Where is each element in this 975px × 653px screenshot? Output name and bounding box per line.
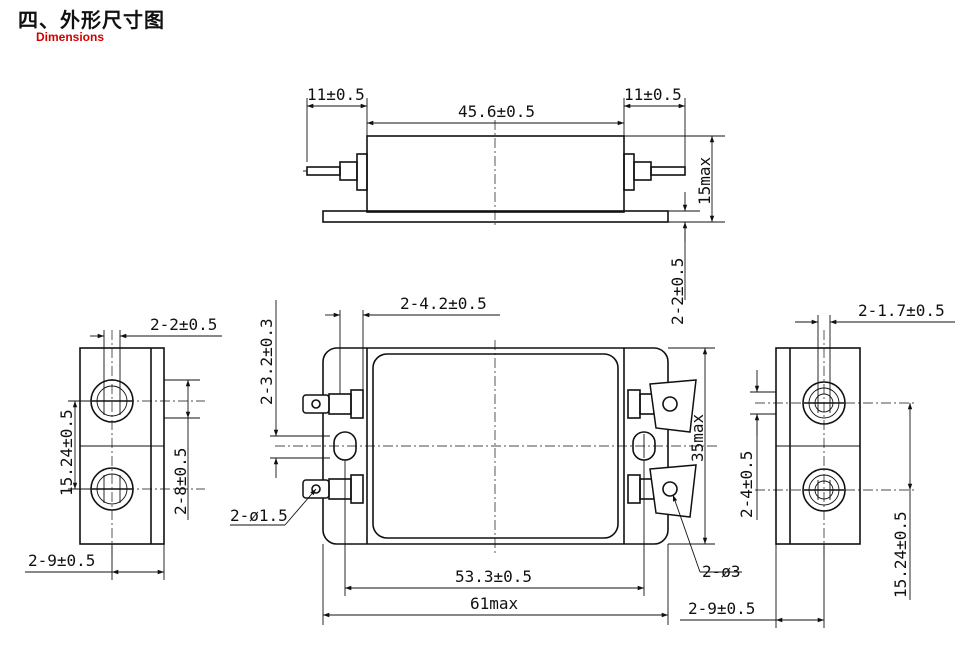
hole-leader (284, 488, 317, 526)
left-dim-pin-dia-label: 2-2±0.5 (150, 315, 217, 334)
front-left-terminals (302, 310, 364, 504)
dim-slot-label: 2-2±0.5 (668, 258, 687, 325)
top-view: 11±0.5 45.6±0.5 11±0.5 15max 2-2±0.5 (303, 85, 725, 325)
left-view-terminal-lower (90, 467, 134, 511)
right-dim-pin-len-label: 2-4±0.5 (737, 451, 756, 518)
dim-mount-pitch-label: 53.3±0.5 (455, 567, 532, 586)
dim-terminal-label: 2-3.2±0.3 (257, 318, 276, 405)
right-dim-offset-label: 2-9±0.5 (688, 599, 755, 618)
mount-hole-leader (672, 494, 701, 573)
dim-width-label: 35max (688, 413, 707, 462)
right-view-terminal-lower (802, 468, 846, 512)
page-title: 四、外形尺寸图 (18, 8, 165, 32)
left-view-terminal-upper (90, 379, 134, 423)
page-subtitle: Dimensions (36, 30, 105, 44)
front-right-terminals (627, 379, 697, 518)
front-view: 2-4.2±0.5 2-3.2±0.3 2-ø1.5 2-ø3 35max 53… (230, 294, 742, 625)
right-view-terminal-upper (802, 381, 846, 425)
right-side-view: 2-1.7±0.5 2-4±0.5 15.24±0.5 2-9±0.5 (680, 301, 955, 628)
page-header: 四、外形尺寸图 (18, 4, 165, 33)
left-dim-pitch-label: 15.24±0.5 (57, 409, 76, 496)
right-dim-pin-dia-label: 2-1.7±0.5 (858, 301, 945, 320)
dim-right-lead-label: 11±0.5 (624, 85, 682, 104)
dim-overall-label: 61max (470, 594, 519, 613)
left-dim-pin-len-label: 2-8±0.5 (171, 448, 190, 515)
dim-pin-width-label: 2-4.2±0.5 (400, 294, 487, 313)
dim-body-length-label: 45.6±0.5 (458, 102, 535, 121)
dim-height-label: 15max (695, 156, 714, 205)
dim-mount-hole-label: 2-ø3 (702, 562, 741, 581)
top-view-body (366, 135, 625, 213)
dim-left-lead-label: 11±0.5 (307, 85, 365, 104)
left-dim-offset-label: 2-9±0.5 (28, 551, 95, 570)
dim-hole-label: 2-ø1.5 (230, 506, 288, 525)
top-view-flange (322, 210, 669, 223)
left-side-view: 2-2±0.5 15.24±0.5 2-8±0.5 2-9±0.5 (25, 315, 222, 580)
top-view-left-terminal (303, 153, 368, 191)
right-dim-pitch-label: 15.24±0.5 (891, 511, 910, 598)
top-view-right-terminal (623, 153, 686, 191)
